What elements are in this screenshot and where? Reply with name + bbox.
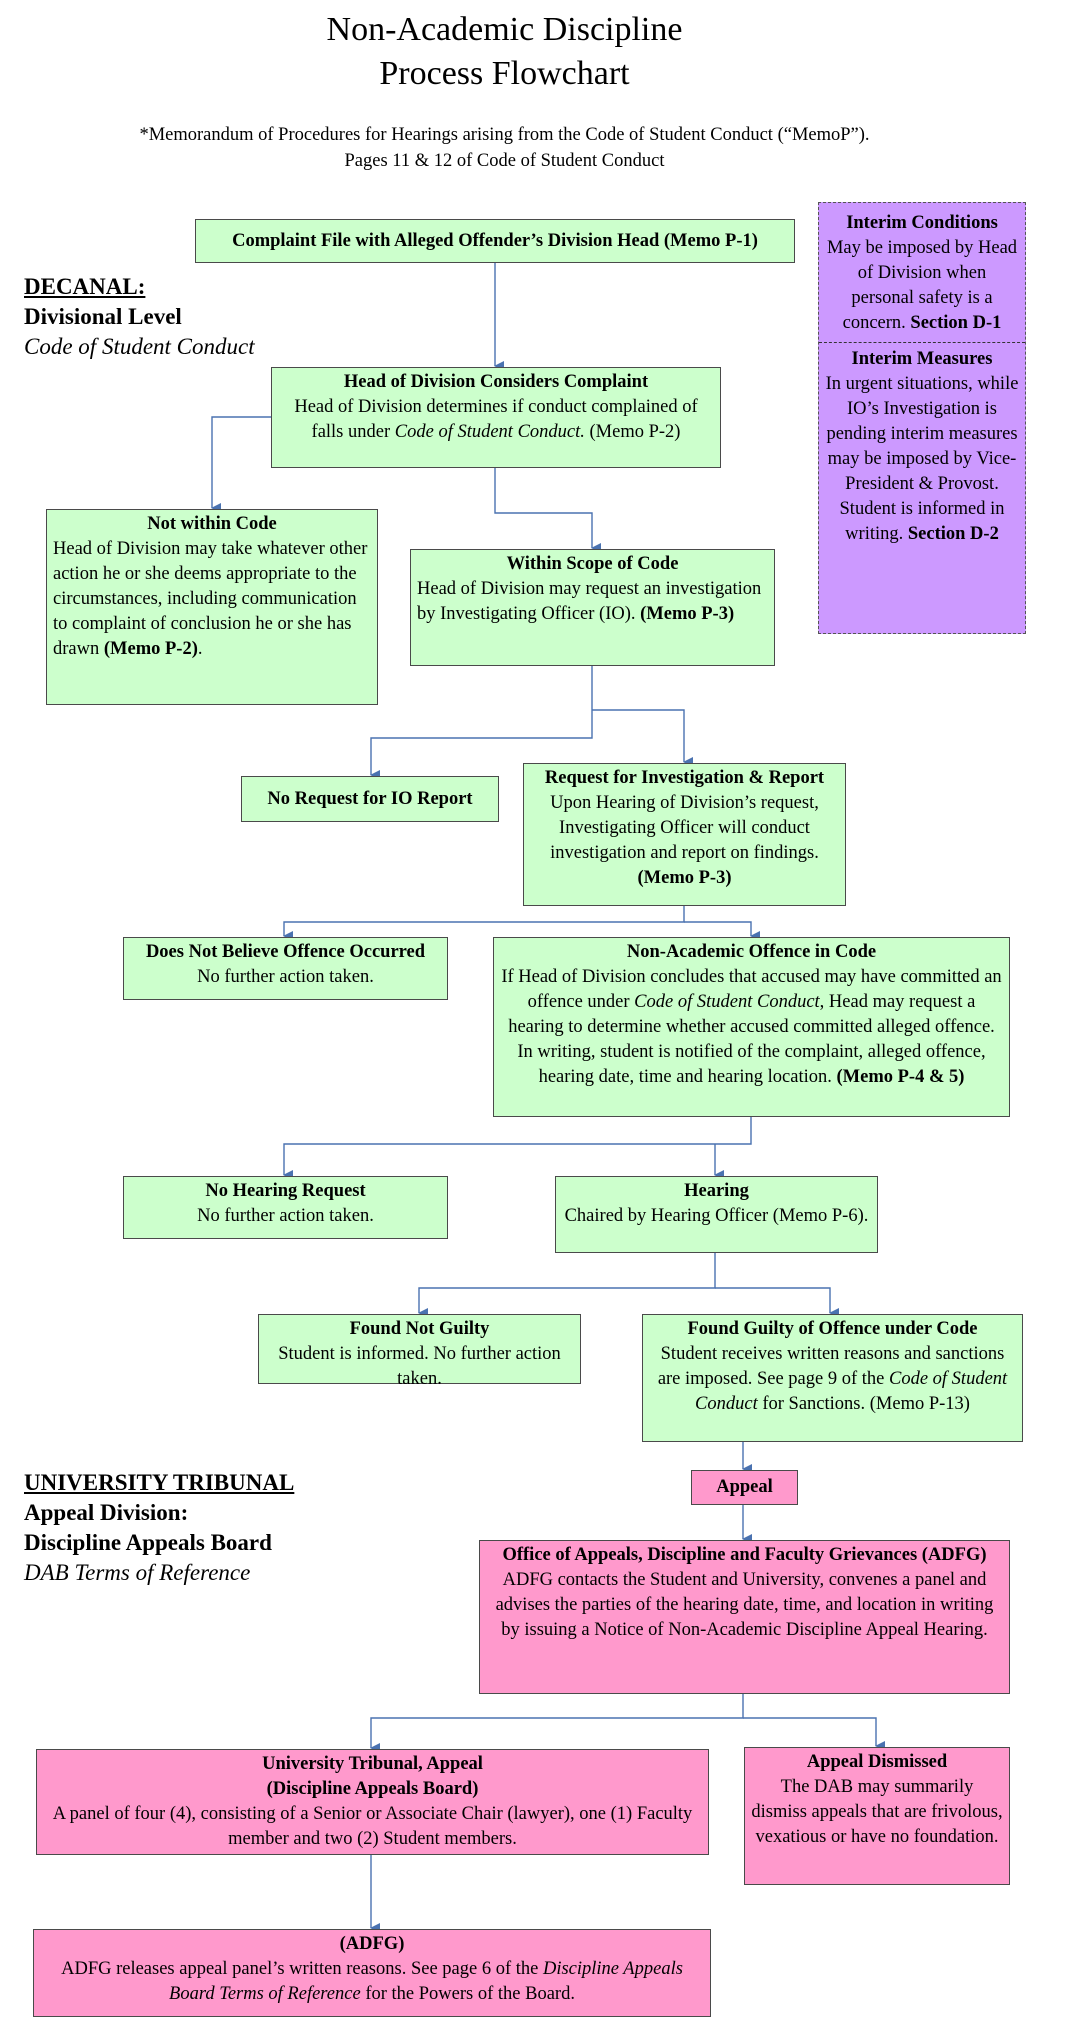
node-appeal-title: Appeal xyxy=(716,1477,773,1497)
node-not-believe: Does Not Believe Offence Occurred No fur… xyxy=(123,937,448,1000)
node-tribunal-title-2: (Discipline Appeals Board) xyxy=(266,1779,479,1799)
node-complaint-title: Complaint File with Alleged Offender’s D… xyxy=(232,231,758,251)
subtitle-line-1: *Memorandum of Procedures for Hearings a… xyxy=(139,125,870,145)
node-request-title: Request for Investigation & Report xyxy=(544,768,825,788)
node-tribunal-title-1: University Tribunal, Appeal xyxy=(262,1754,483,1774)
node-guilty-body-tail: for Sanctions. (Memo P-13) xyxy=(757,1394,970,1414)
node-not-within-code: Not within Code Head of Division may tak… xyxy=(46,509,378,705)
node-interim-body-1: May be imposed by Head of Division when … xyxy=(826,238,1018,333)
node-considers-title: Head of Division Considers Complaint xyxy=(343,372,649,392)
node-adfg-body-tail: for the Powers of the Board. xyxy=(360,1984,575,2004)
node-no-hearing: No Hearing Request No further action tak… xyxy=(123,1176,448,1239)
tribunal-section-label: UNIVERSITY TRIBUNAL Appeal Division: Dis… xyxy=(24,1468,294,1588)
node-offence-memo: (Memo P-4 & 5) xyxy=(836,1067,965,1087)
node-considers-body: Head of Division determines if conduct c… xyxy=(294,397,698,442)
tribunal-ref: DAB Terms of Reference xyxy=(24,1560,251,1585)
connector-office-dismissed xyxy=(743,1717,885,1751)
node-office-body: ADFG contacts the Student and University… xyxy=(495,1570,994,1640)
node-not-believe-body: No further action taken. xyxy=(197,967,374,987)
node-guilty-title: Found Guilty of Offence under Code xyxy=(687,1319,978,1339)
title-line-1: Non-Academic Discipline xyxy=(326,11,683,48)
node-tribunal-body: A panel of four (4), consisting of a Sen… xyxy=(52,1804,693,1849)
node-request-investigation: Request for Investigation & Report Upon … xyxy=(523,763,846,906)
subtitle: *Memorandum of Procedures for Hearings a… xyxy=(0,122,1009,174)
node-hearing-body: Chaired by Hearing Officer (Memo P-6). xyxy=(564,1206,869,1226)
node-request-body: Upon Hearing of Division’s request, Inve… xyxy=(550,793,819,863)
node-interim-title-1: Interim Conditions xyxy=(846,213,998,233)
node-adfg-body: ADFG releases appeal panel’s written rea… xyxy=(61,1959,543,1979)
tribunal-division: Appeal Division: xyxy=(24,1500,189,1525)
node-tribunal-appeal: University Tribunal, Appeal (Discipline … xyxy=(36,1749,709,1855)
node-within-scope: Within Scope of Code Head of Division ma… xyxy=(410,549,775,666)
node-office-of-appeals: Office of Appeals, Discipline and Facult… xyxy=(479,1540,1010,1694)
node-found-guilty: Found Guilty of Offence under Code Stude… xyxy=(642,1314,1023,1442)
node-dismissed-body: The DAB may summarily dismiss appeals th… xyxy=(751,1777,1003,1847)
interim-divider xyxy=(819,342,1025,343)
node-offence-body-tail: , Head may request a hearing to determin… xyxy=(508,992,995,1087)
node-adfg-title: (ADFG) xyxy=(339,1934,405,1954)
node-dismissed-title: Appeal Dismissed xyxy=(806,1752,948,1772)
node-no-hearing-title: No Hearing Request xyxy=(205,1181,366,1201)
decanal-section-label: DECANAL: Divisional Level Code of Studen… xyxy=(24,272,255,362)
node-not-believe-title: Does Not Believe Offence Occurred xyxy=(145,942,426,962)
node-complaint: Complaint File with Alleged Offender’s D… xyxy=(195,219,795,263)
connector-request-split xyxy=(283,906,685,941)
node-hearing: Hearing Chaired by Hearing Officer (Memo… xyxy=(555,1176,878,1253)
node-interim-body-2: In urgent situations, while IO’s Investi… xyxy=(825,374,1019,544)
connector-request-offence xyxy=(684,921,760,941)
connector-offence-nohearing xyxy=(283,1117,752,1180)
node-interim-section-1: Section D-1 xyxy=(910,313,1002,333)
node-no-hearing-body: No further action taken. xyxy=(197,1206,374,1226)
node-adfg-body-ital: Discipline Appeals Board Terms of Refere… xyxy=(169,1959,683,2004)
node-appeal: Appeal xyxy=(691,1470,798,1505)
node-not-guilty: Found Not Guilty Student is informed. No… xyxy=(258,1314,581,1389)
subtitle-line-2: Pages 11 & 12 of Code of Student Conduct xyxy=(344,151,665,171)
node-offence-in-code: Non-Academic Offence in Code If Head of … xyxy=(493,937,1010,1117)
decanal-ref: Code of Student Conduct xyxy=(24,334,255,359)
node-request-memo: (Memo P-3) xyxy=(637,868,732,888)
node-offence-body-ital: Code of Student Conduct xyxy=(634,992,820,1012)
node-within-title: Within Scope of Code xyxy=(506,554,679,574)
node-offence-title: Non-Academic Offence in Code xyxy=(626,942,877,962)
tribunal-heading: UNIVERSITY TRIBUNAL xyxy=(24,1470,295,1495)
connector-within-request xyxy=(592,709,693,767)
connector-considers-within xyxy=(494,468,601,553)
node-interim: Interim Conditions May be imposed by Hea… xyxy=(818,202,1026,634)
node-not-within-tail: . xyxy=(197,639,203,659)
node-not-within-title: Not within Code xyxy=(147,514,277,534)
decanal-level: Divisional Level xyxy=(24,304,182,329)
node-within-body: Head of Division may request an investig… xyxy=(417,579,762,624)
node-within-memo: (Memo P-3) xyxy=(640,604,735,624)
node-interim-title-2: Interim Measures xyxy=(851,349,993,369)
page-title: Non-Academic Discipline Process Flowchar… xyxy=(0,8,1009,96)
decanal-heading: DECANAL: xyxy=(24,274,146,299)
node-considers: Head of Division Considers Complaint Hea… xyxy=(271,367,721,468)
node-guilty-body: Student receives written reasons and san… xyxy=(657,1344,1005,1389)
node-offence-body: If Head of Division concludes that accus… xyxy=(501,967,1002,1012)
node-interim-section-2: Section D-2 xyxy=(907,524,999,544)
node-hearing-title: Hearing xyxy=(684,1181,749,1201)
connector-considers-notwithin xyxy=(211,416,271,513)
title-line-2: Process Flowchart xyxy=(379,55,630,92)
node-not-within-body: Head of Division may take whatever other… xyxy=(53,539,368,659)
node-considers-body-tail: (Memo P-2) xyxy=(584,422,681,442)
connector-hearing-guilty xyxy=(715,1287,839,1318)
node-guilty-body-ital: Code of Student Conduct xyxy=(695,1369,1008,1414)
connector-hearing-notguilty xyxy=(418,1253,716,1318)
node-not-within-memo: (Memo P-2) xyxy=(103,639,198,659)
node-adfg-release: (ADFG) ADFG releases appeal panel’s writ… xyxy=(33,1929,711,2017)
node-considers-body-ital: Code of Student Conduct. xyxy=(394,422,585,442)
node-not-guilty-body: Student is informed. No further action t… xyxy=(278,1344,561,1389)
tribunal-board: Discipline Appeals Board xyxy=(24,1530,272,1555)
node-no-request-title: No Request for IO Report xyxy=(267,789,473,809)
connector-office-split xyxy=(370,1694,744,1753)
node-no-request: No Request for IO Report xyxy=(241,776,499,822)
connector-within-norequest xyxy=(370,666,593,780)
node-office-title: Office of Appeals, Discipline and Facult… xyxy=(502,1545,987,1565)
node-appeal-dismissed: Appeal Dismissed The DAB may summarily d… xyxy=(744,1747,1010,1885)
node-not-guilty-title: Found Not Guilty xyxy=(349,1319,490,1339)
